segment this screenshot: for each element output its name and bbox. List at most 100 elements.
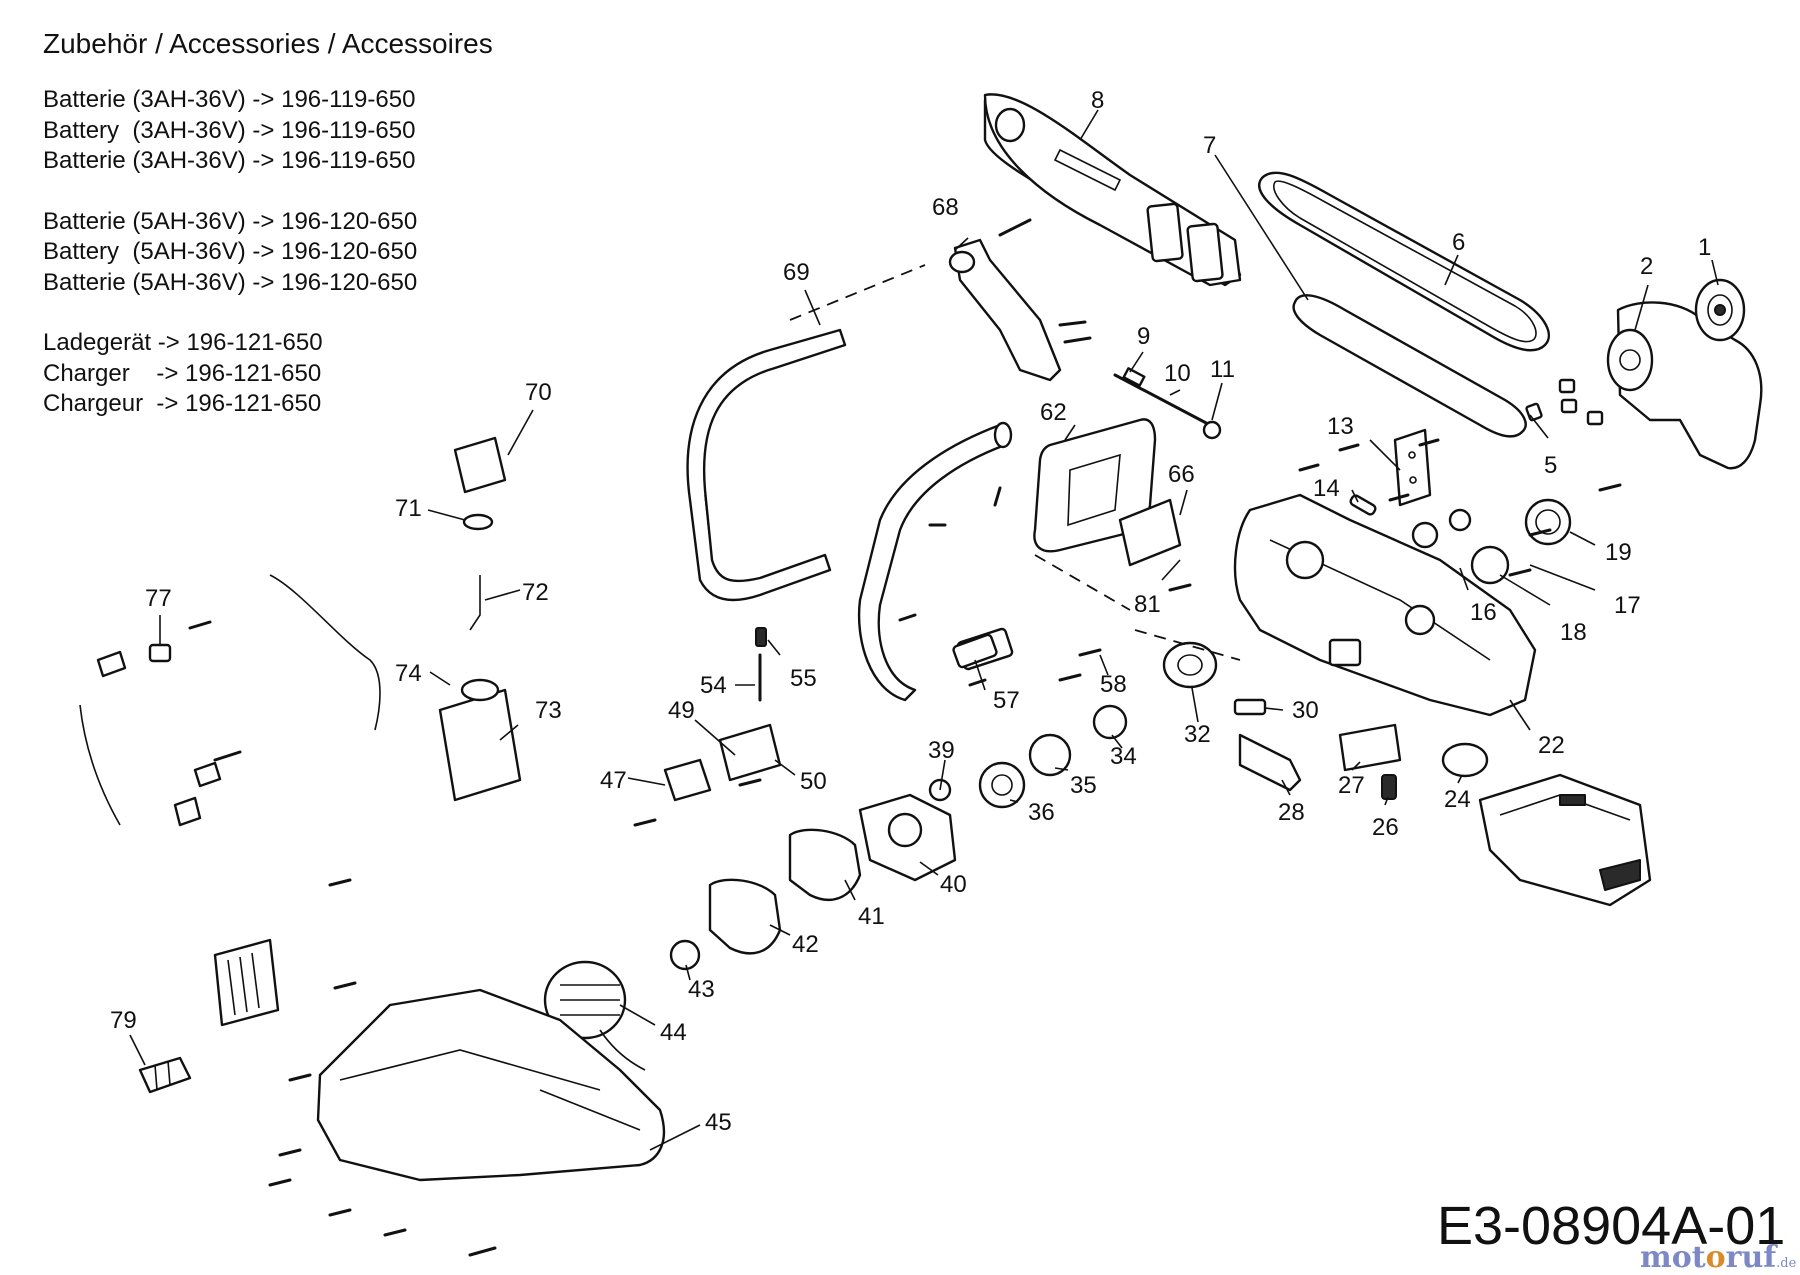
oil-tank-assembly <box>438 436 522 802</box>
part-57-bushing <box>952 633 998 669</box>
callout-81: 81 <box>1134 591 1161 618</box>
part-13-bracket <box>1393 428 1432 507</box>
callout-28: 28 <box>1278 799 1305 826</box>
dashed-line <box>1034 554 1131 611</box>
callout-79: 79 <box>110 1007 137 1034</box>
callout-50: 50 <box>800 768 827 795</box>
callout-44: 44 <box>660 1019 687 1046</box>
cable-switch-assembly <box>79 574 381 827</box>
callout-11: 11 <box>1210 356 1235 383</box>
part-6-chain <box>1258 171 1550 352</box>
accessory-line: Ladegerät -> 196-121-650 <box>43 329 323 356</box>
air-filter-grille <box>213 938 280 1027</box>
part-19-sprocket <box>1524 498 1572 546</box>
callout-24: 24 <box>1444 786 1471 813</box>
part-22-main-housing <box>1233 493 1537 717</box>
callout-43: 43 <box>688 976 715 1003</box>
part-41-42-motor-covers <box>708 828 862 955</box>
callout-6: 6 <box>1452 229 1465 256</box>
clutch-cluster <box>1411 508 1510 585</box>
callout-26: 26 <box>1372 814 1399 841</box>
watermark-logo: motoruf.de <box>1640 1240 1796 1275</box>
callout-27: 27 <box>1338 772 1365 799</box>
part-1-knob <box>1694 278 1746 342</box>
callout-13: 13 <box>1327 413 1354 440</box>
watermark-suffix: ruf <box>1725 1240 1777 1275</box>
callout-66: 66 <box>1168 461 1195 488</box>
callout-labels: 1 2 5 6 7 8 9 10 11 13 14 16 17 18 19 22… <box>110 87 1711 1136</box>
tensioner-assembly <box>1113 367 1222 440</box>
accessories-list: Zubehör / Accessories / Accessoires Batt… <box>43 28 493 420</box>
dashed-line <box>1134 629 1241 661</box>
part-44-motor <box>543 939 701 1071</box>
callout-39: 39 <box>928 737 955 764</box>
callout-22: 22 <box>1538 732 1565 759</box>
part-27-lock-switch <box>1338 723 1489 800</box>
leader-lines <box>129 109 1719 1151</box>
spring-pin <box>755 627 767 702</box>
accessory-line: Charger -> 196-121-650 <box>43 359 322 387</box>
callout-35: 35 <box>1070 772 1097 799</box>
small-clips <box>1525 378 1604 426</box>
callout-72: 72 <box>522 579 549 606</box>
part-2-sprocket-cover <box>1606 301 1763 470</box>
callout-68: 68 <box>932 194 959 221</box>
callout-77: 77 <box>145 585 172 612</box>
callout-19: 19 <box>1605 539 1632 566</box>
callout-47: 47 <box>600 767 627 794</box>
callout-10: 10 <box>1164 360 1191 387</box>
part-8-bar-cover <box>983 93 1242 287</box>
part-69-front-handle <box>686 328 847 602</box>
part-32-gear-housing <box>1162 641 1218 689</box>
callout-41: 41 <box>858 903 885 930</box>
battery-pack <box>1478 773 1652 907</box>
callout-45: 45 <box>705 1109 732 1136</box>
accessory-line: Batterie (3AH-36V) -> 196-119-650 <box>43 147 416 174</box>
callout-32: 32 <box>1184 721 1211 748</box>
callout-55: 55 <box>790 665 817 692</box>
accessory-line: Chargeur -> 196-121-650 <box>43 390 322 417</box>
callout-71: 71 <box>395 495 422 522</box>
callout-58: 58 <box>1100 671 1127 698</box>
part-30-28-trigger <box>1233 698 1302 792</box>
part-79-switch <box>138 1056 192 1094</box>
callout-34: 34 <box>1110 743 1137 770</box>
drawing-code: E3-08904A-01 <box>1437 1196 1786 1256</box>
callout-49: 49 <box>668 697 695 724</box>
part-68-handle-bracket <box>948 218 1092 382</box>
part-45-body-housing <box>316 988 666 1182</box>
callout-18: 18 <box>1560 619 1587 646</box>
dashed-line <box>789 264 926 321</box>
part-40-gearbox-plate <box>858 778 957 882</box>
callout-1: 1 <box>1698 234 1711 261</box>
screws <box>188 438 1622 1257</box>
callout-70: 70 <box>525 379 552 406</box>
callout-16: 16 <box>1470 599 1497 626</box>
callout-7: 7 <box>1203 132 1216 159</box>
callout-14: 14 <box>1313 475 1340 502</box>
callout-30: 30 <box>1292 697 1319 724</box>
accessories-title: Zubehör / Accessories / Accessoires <box>43 28 493 59</box>
callout-42: 42 <box>792 931 819 958</box>
callout-5: 5 <box>1544 452 1557 479</box>
callout-8: 8 <box>1091 87 1104 114</box>
part-66-shield <box>1118 498 1182 567</box>
accessory-line: Batterie (5AH-36V) -> 196-120-650 <box>43 207 418 235</box>
watermark-o: o <box>1705 1240 1726 1275</box>
accessory-line: Batterie (5AH-36V) -> 196-120-650 <box>43 268 418 296</box>
callout-9: 9 <box>1137 323 1150 350</box>
part-14-pin <box>1349 494 1377 516</box>
callout-62: 62 <box>1040 399 1067 426</box>
callout-40: 40 <box>940 871 967 898</box>
callout-17: 17 <box>1614 592 1641 619</box>
accessory-line: Battery (3AH-36V) -> 196-119-650 <box>43 116 416 144</box>
callout-69: 69 <box>783 259 810 286</box>
callout-36: 36 <box>1028 799 1055 826</box>
part-7-guide-bar <box>1292 294 1527 438</box>
callout-57: 57 <box>993 687 1020 714</box>
chain-brake-assembly <box>663 723 782 802</box>
accessory-line: Battery (5AH-36V) -> 196-120-650 <box>43 238 418 265</box>
callout-74: 74 <box>395 660 422 687</box>
watermark-tld: .de <box>1776 1256 1797 1271</box>
